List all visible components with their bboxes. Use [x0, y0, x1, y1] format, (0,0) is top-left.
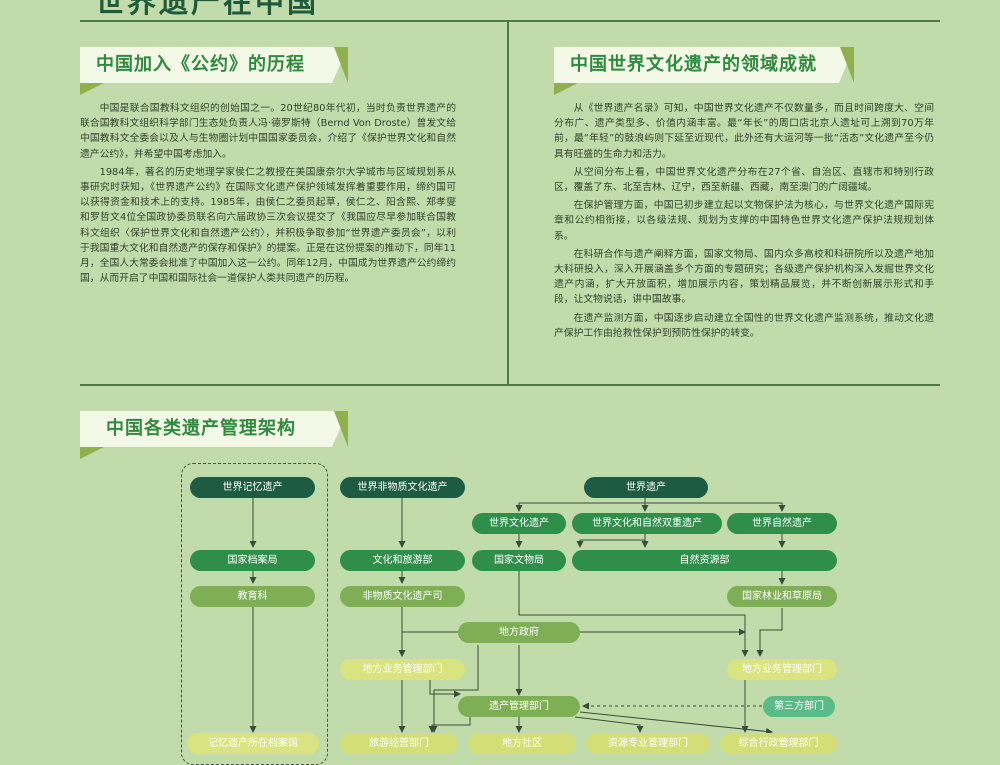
admin-mgmt-node: 综合行政管理部门: [720, 733, 837, 754]
culture-tourism-node: 文化和旅游部: [340, 550, 465, 571]
achievements-paragraph: 在遗产监测方面，中国逐步启动建立全国性的世界文化遗产监测系统，推动文化遗产保护工…: [554, 312, 934, 339]
achievements-paragraph: 从《世界遗产名录》可知，中国世界文化遗产不仅数量多，而且时间跨度大、空间分布广、…: [554, 103, 934, 160]
natural-heritage-node: 世界自然遗产: [727, 513, 837, 534]
history-paragraph: 中国是联合国教科文组织的创始国之一。20世纪80年代初，当时负责世界遗产的联合国…: [80, 103, 456, 160]
mixed-heritage-node: 世界文化和自然双重遗产: [572, 513, 722, 534]
memory-archives-node: 记忆遗产所在档案馆: [187, 733, 319, 754]
forestry-node: 国家林业和草原局: [727, 586, 837, 607]
education-dept-node: 教育科: [190, 586, 315, 607]
section-divider: [80, 384, 940, 386]
local-business-left-node: 地方业务管理部门: [340, 659, 465, 680]
framework-heading: 中国各类遗产管理架构: [106, 418, 296, 439]
page-title: 世界遗产在中国: [95, 0, 320, 19]
history-heading: 中国加入《公约》的历程: [96, 54, 305, 75]
achievements-paragraph: 从空间分布上看，中国世界文化遗产分布在27个省、自治区、直辖市和特别行政区，覆盖…: [554, 166, 934, 194]
achievements-text: 从《世界遗产名录》可知，中国世界文化遗产不仅数量多，而且时间跨度大、空间分布广、…: [554, 101, 934, 344]
achievements-paragraph: 在保护管理方面，中国已初步建立起以文物保护法为核心，与世界文化遗产国际宪章和公约…: [554, 200, 934, 242]
cultural-heritage-node: 世界文化遗产: [472, 513, 566, 534]
column-divider: [507, 22, 509, 384]
local-business-right-node: 地方业务管理部门: [727, 659, 837, 680]
history-heading-ribbon: 中国加入《公约》的历程: [80, 47, 348, 97]
achievements-heading-ribbon: 中国世界文化遗产的领域成就: [554, 47, 854, 97]
natural-resources-node: 自然资源部: [572, 550, 837, 571]
history-text: 中国是联合国教科文组织的创始国之一。20世纪80年代初，当时负责世界遗产的联合国…: [80, 101, 456, 289]
memory-heritage-node: 世界记忆遗产: [190, 477, 315, 498]
heritage-mgmt-node: 遗产管理部门: [458, 696, 580, 717]
achievements-paragraph: 在科研合作与遗产阐释方面，国家文物局、国内众多高校和科研院所以及遗产地加大科研投…: [554, 248, 934, 306]
world-heritage-node: 世界遗产: [584, 477, 708, 498]
third-party-node: 第三方部门: [763, 696, 835, 717]
history-paragraph: 1984年，著名的历史地理学家侯仁之教授在美国康奈尔大学城市与区域规划系从事研究…: [80, 166, 456, 285]
intangible-dept-node: 非物质文化遗产司: [340, 586, 465, 607]
local-gov-node: 地方政府: [458, 622, 580, 643]
cultural-relics-node: 国家文物局: [472, 550, 566, 571]
top-divider: [80, 20, 940, 22]
framework-heading-ribbon: 中国各类遗产管理架构: [80, 411, 348, 461]
intangible-heritage-node: 世界非物质文化遗产: [340, 477, 465, 498]
achievements-heading: 中国世界文化遗产的领域成就: [570, 54, 817, 75]
local-community-node: 地方社区: [468, 733, 576, 754]
tourism-ops-node: 旅游经营部门: [340, 733, 458, 754]
resource-mgmt-node: 资源专业管理部门: [586, 733, 710, 754]
national-archives-node: 国家档案局: [190, 550, 315, 571]
